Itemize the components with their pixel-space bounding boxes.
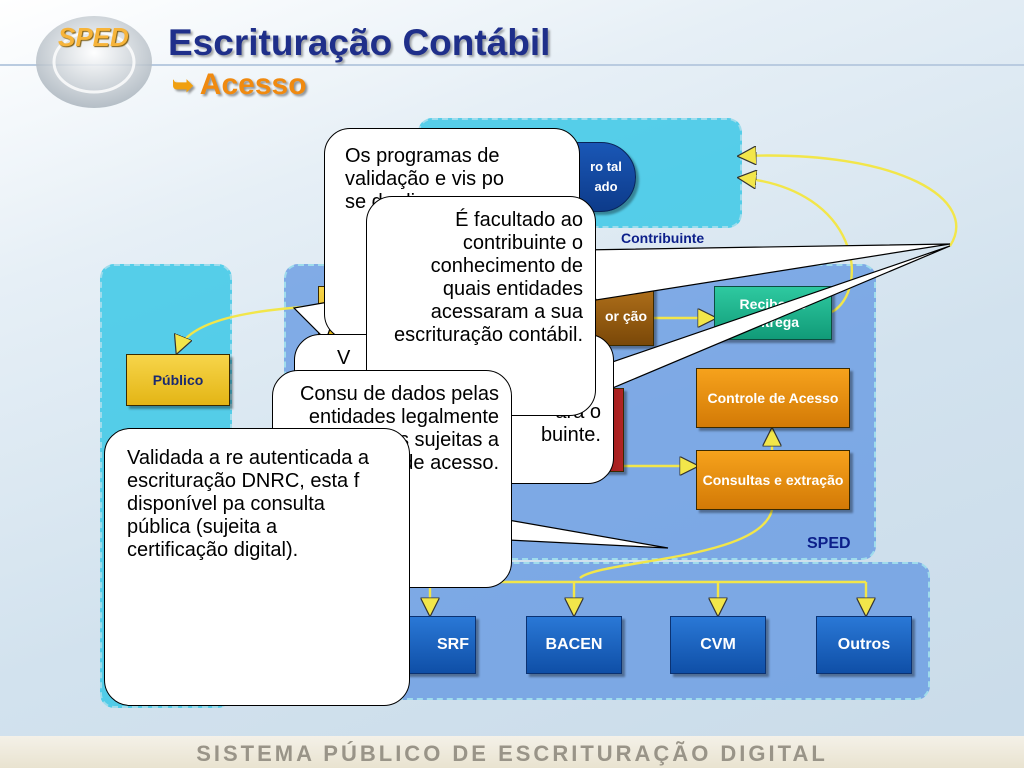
page-title: Escrituração Contábil	[168, 22, 551, 63]
callout-validada: Validada a re autenticada a escrituração…	[104, 428, 410, 706]
outros-box: Outros	[816, 616, 912, 674]
page-subtitle: ➥Acesso	[172, 68, 307, 101]
publico-box: Público	[126, 354, 230, 406]
pointer-facultado	[579, 243, 951, 301]
sped-zone-label: SPED	[807, 535, 851, 552]
footer-bar	[0, 736, 1024, 768]
sped-logo-icon	[36, 16, 152, 108]
footer-text: SISTEMA PÚBLICO DE ESCRITURAÇÃO DIGITAL	[196, 741, 828, 766]
header-rule	[0, 64, 1024, 66]
consultas-box: Consultas e extração	[696, 450, 850, 510]
arrow-contribuinte-loop	[742, 156, 958, 247]
pointer-consulta	[507, 519, 669, 549]
bacen-box: BACEN	[526, 616, 622, 674]
cvm-box: CVM	[670, 616, 766, 674]
logo-text: SPED	[58, 22, 129, 52]
controle-acesso-box: Controle de Acesso	[696, 368, 850, 428]
arrow-consultas-to-bus	[579, 509, 774, 579]
arrow-recibo-to-contribuinte	[742, 178, 853, 314]
contribuinte-zone-label: Contribuinte	[621, 230, 705, 246]
arrow-icon: ➥	[172, 70, 194, 100]
